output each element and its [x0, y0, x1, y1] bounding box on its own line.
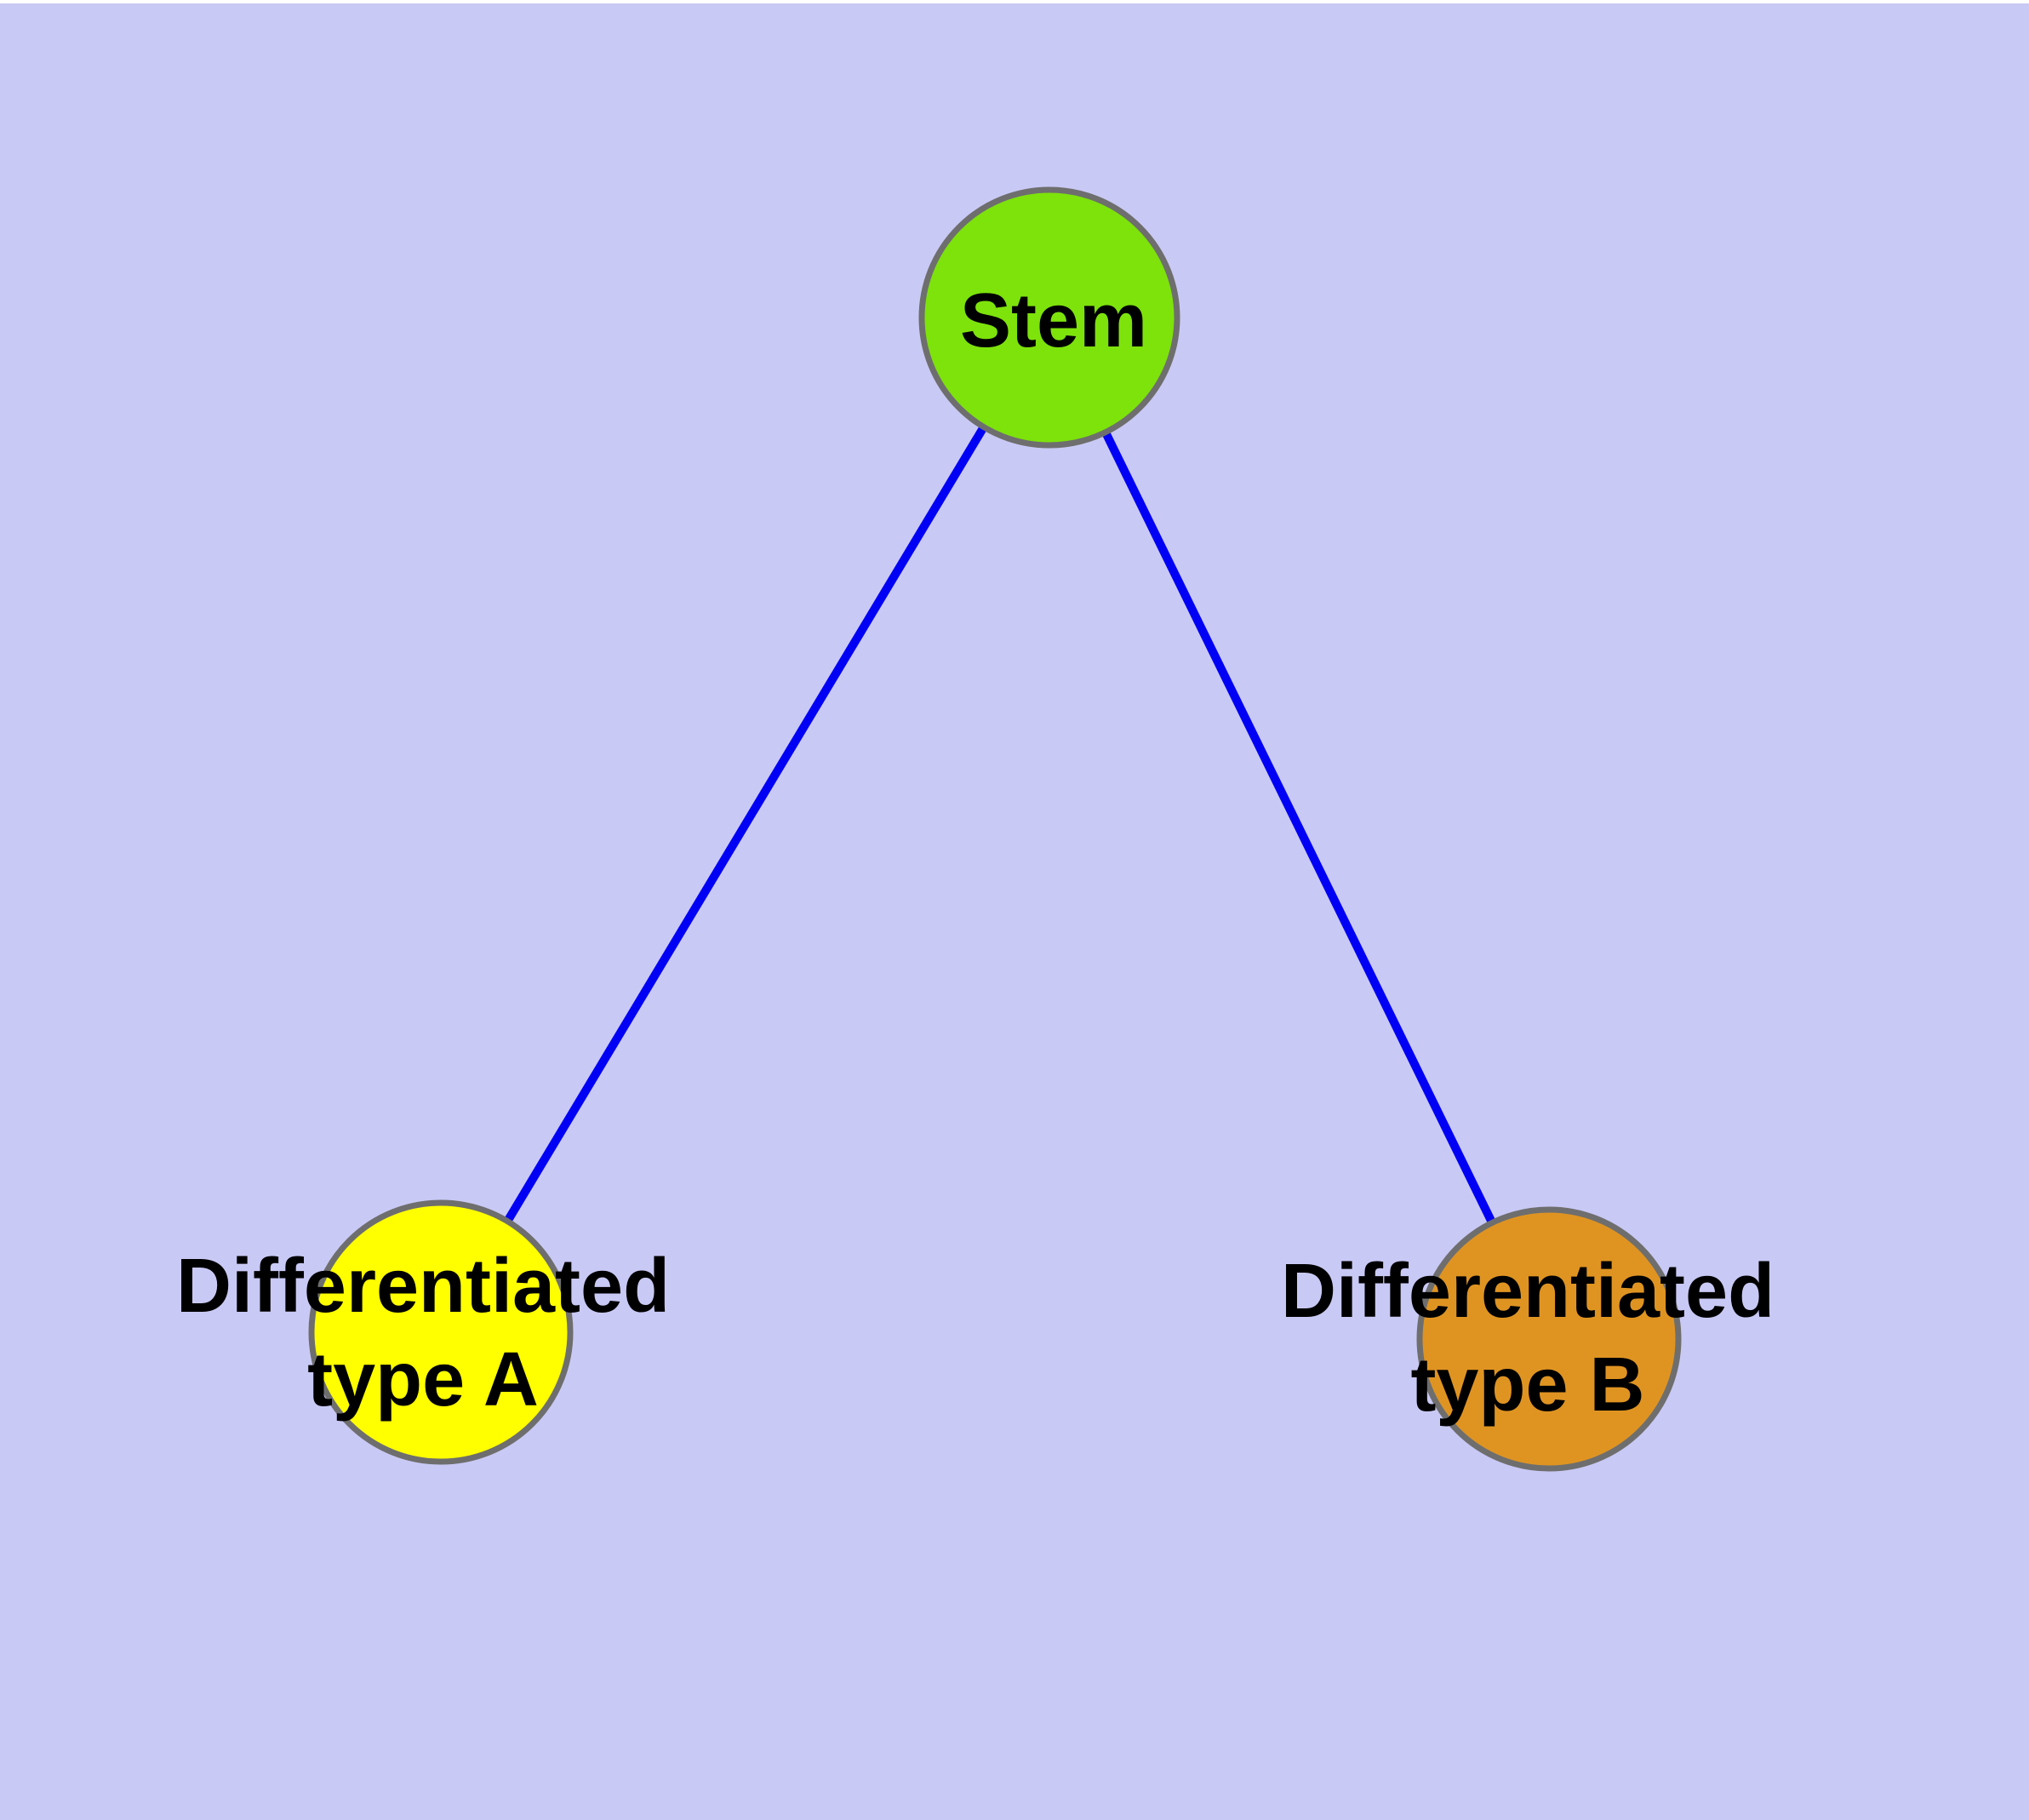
type-a-label-line-2: type A: [307, 1337, 539, 1422]
edge-stem-to-type-b: [1045, 315, 1553, 1342]
type-a-label-line-1: Differentiated: [175, 1244, 671, 1329]
edge-stem-to-type-a: [437, 315, 1054, 1335]
node-differentiated-type-b-label: Differentiated type B: [1281, 1245, 1775, 1432]
top-margin: [0, 0, 2029, 3]
type-b-label-line-1: Differentiated: [1280, 1249, 1775, 1334]
type-b-label-line-2: type B: [1410, 1342, 1645, 1428]
node-stem-label: Stem: [959, 278, 1148, 363]
node-stem-circle: [918, 186, 1180, 449]
node-differentiated-type-b-circle: [1416, 1206, 1682, 1472]
node-differentiated-type-a-label: Differentiated type A: [176, 1239, 670, 1427]
node-differentiated-type-a-circle: [308, 1199, 574, 1465]
